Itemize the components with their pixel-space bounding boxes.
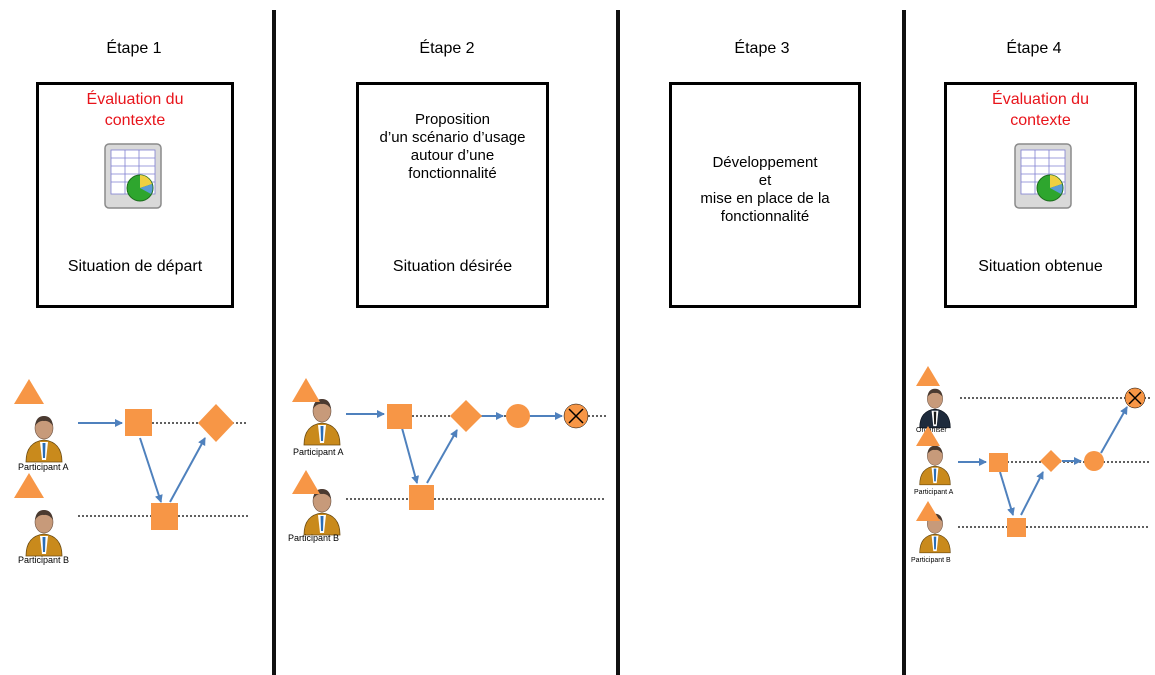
stage-1-process: Participant A Participant B <box>14 379 248 565</box>
participant-b-label: Participant B <box>18 555 69 565</box>
stage-2-box: Proposition d’un scénario d’usage autour… <box>356 82 549 308</box>
stage-3-box-line-3: mise en place de la <box>700 190 830 207</box>
participant-a-label: Participant A <box>293 447 344 457</box>
circle-shape <box>506 404 530 428</box>
stage-1-box-line-2: contexte <box>104 112 166 129</box>
participant-a-label: Participant A <box>18 462 69 472</box>
spreadsheet-chart-icon <box>104 143 162 209</box>
stage-1-box-line-1: Évaluation du <box>86 91 184 108</box>
participant-a-avatar <box>303 398 341 446</box>
diamond-shape <box>198 404 234 442</box>
participant-b-label: Participant B <box>288 533 339 543</box>
square-shape <box>151 503 178 530</box>
triangle-shape <box>292 378 320 402</box>
stage-3-box-line-1: Développement <box>712 154 818 171</box>
stage-2-box-line-4: fonctionnalité <box>408 165 497 182</box>
square-shape <box>989 453 1008 472</box>
stage-3-box-line-2: et <box>758 172 772 189</box>
stage-2-title: Étape 2 <box>419 40 475 57</box>
stage-1-situation: Situation de départ <box>67 258 203 275</box>
square-shape <box>409 485 434 510</box>
stage-2-box-line-1: Proposition <box>414 111 491 128</box>
square-shape <box>1007 518 1026 537</box>
stage-1-title: Étape 1 <box>106 40 162 57</box>
stage-4-box: Évaluation du contexte Situation obtenue <box>944 82 1137 308</box>
square-shape <box>387 404 412 429</box>
spreadsheet-chart-icon <box>1014 143 1072 209</box>
separator-3 <box>902 10 906 675</box>
stage-4-box-line-1: Évaluation du <box>992 91 1089 108</box>
separator-1 <box>272 10 276 675</box>
triangle-shape <box>292 470 320 494</box>
participant-a-avatar <box>25 415 63 463</box>
participant-b-label: Participant B <box>911 557 951 564</box>
triangle-shape <box>916 426 940 446</box>
stage-2-box-line-3: autour d’une <box>410 147 495 164</box>
stage-3-box: Développement et mise en place de la fon… <box>669 82 861 308</box>
triangle-shape <box>916 366 940 386</box>
participant-a-label: Participant A <box>914 489 954 496</box>
diamond-shape <box>1040 450 1062 472</box>
participant-b-avatar <box>25 509 63 557</box>
triangle-shape <box>916 501 940 521</box>
participant-a-avatar <box>919 445 951 486</box>
participant-b-avatar <box>303 488 341 536</box>
triangle-shape <box>14 379 44 404</box>
square-shape <box>125 409 152 436</box>
stage-1-box: Évaluation du contexte Situation de dépa… <box>36 82 234 308</box>
circle-shape <box>1084 451 1104 471</box>
organiser-avatar <box>919 388 951 429</box>
triangle-shape <box>14 473 44 498</box>
stage-4-process: Organiser Participant A Participant B <box>911 366 1150 564</box>
stage-3-title: Étape 3 <box>734 40 790 57</box>
separator-2 <box>616 10 620 675</box>
stage-2-process: Participant A Participant B <box>288 378 606 543</box>
organiser-label: Organiser <box>916 427 947 434</box>
stage-2-situation: Situation désirée <box>392 258 513 275</box>
stage-3-box-line-4: fonctionnalité <box>720 208 810 225</box>
stage-4-title: Étape 4 <box>1006 40 1062 57</box>
diamond-shape <box>450 400 482 432</box>
stage-4-box-line-2: contexte <box>1010 112 1071 129</box>
stage-2-box-line-2: d’un scénario d’usage <box>379 129 526 146</box>
stage-4-situation: Situation obtenue <box>978 258 1103 275</box>
